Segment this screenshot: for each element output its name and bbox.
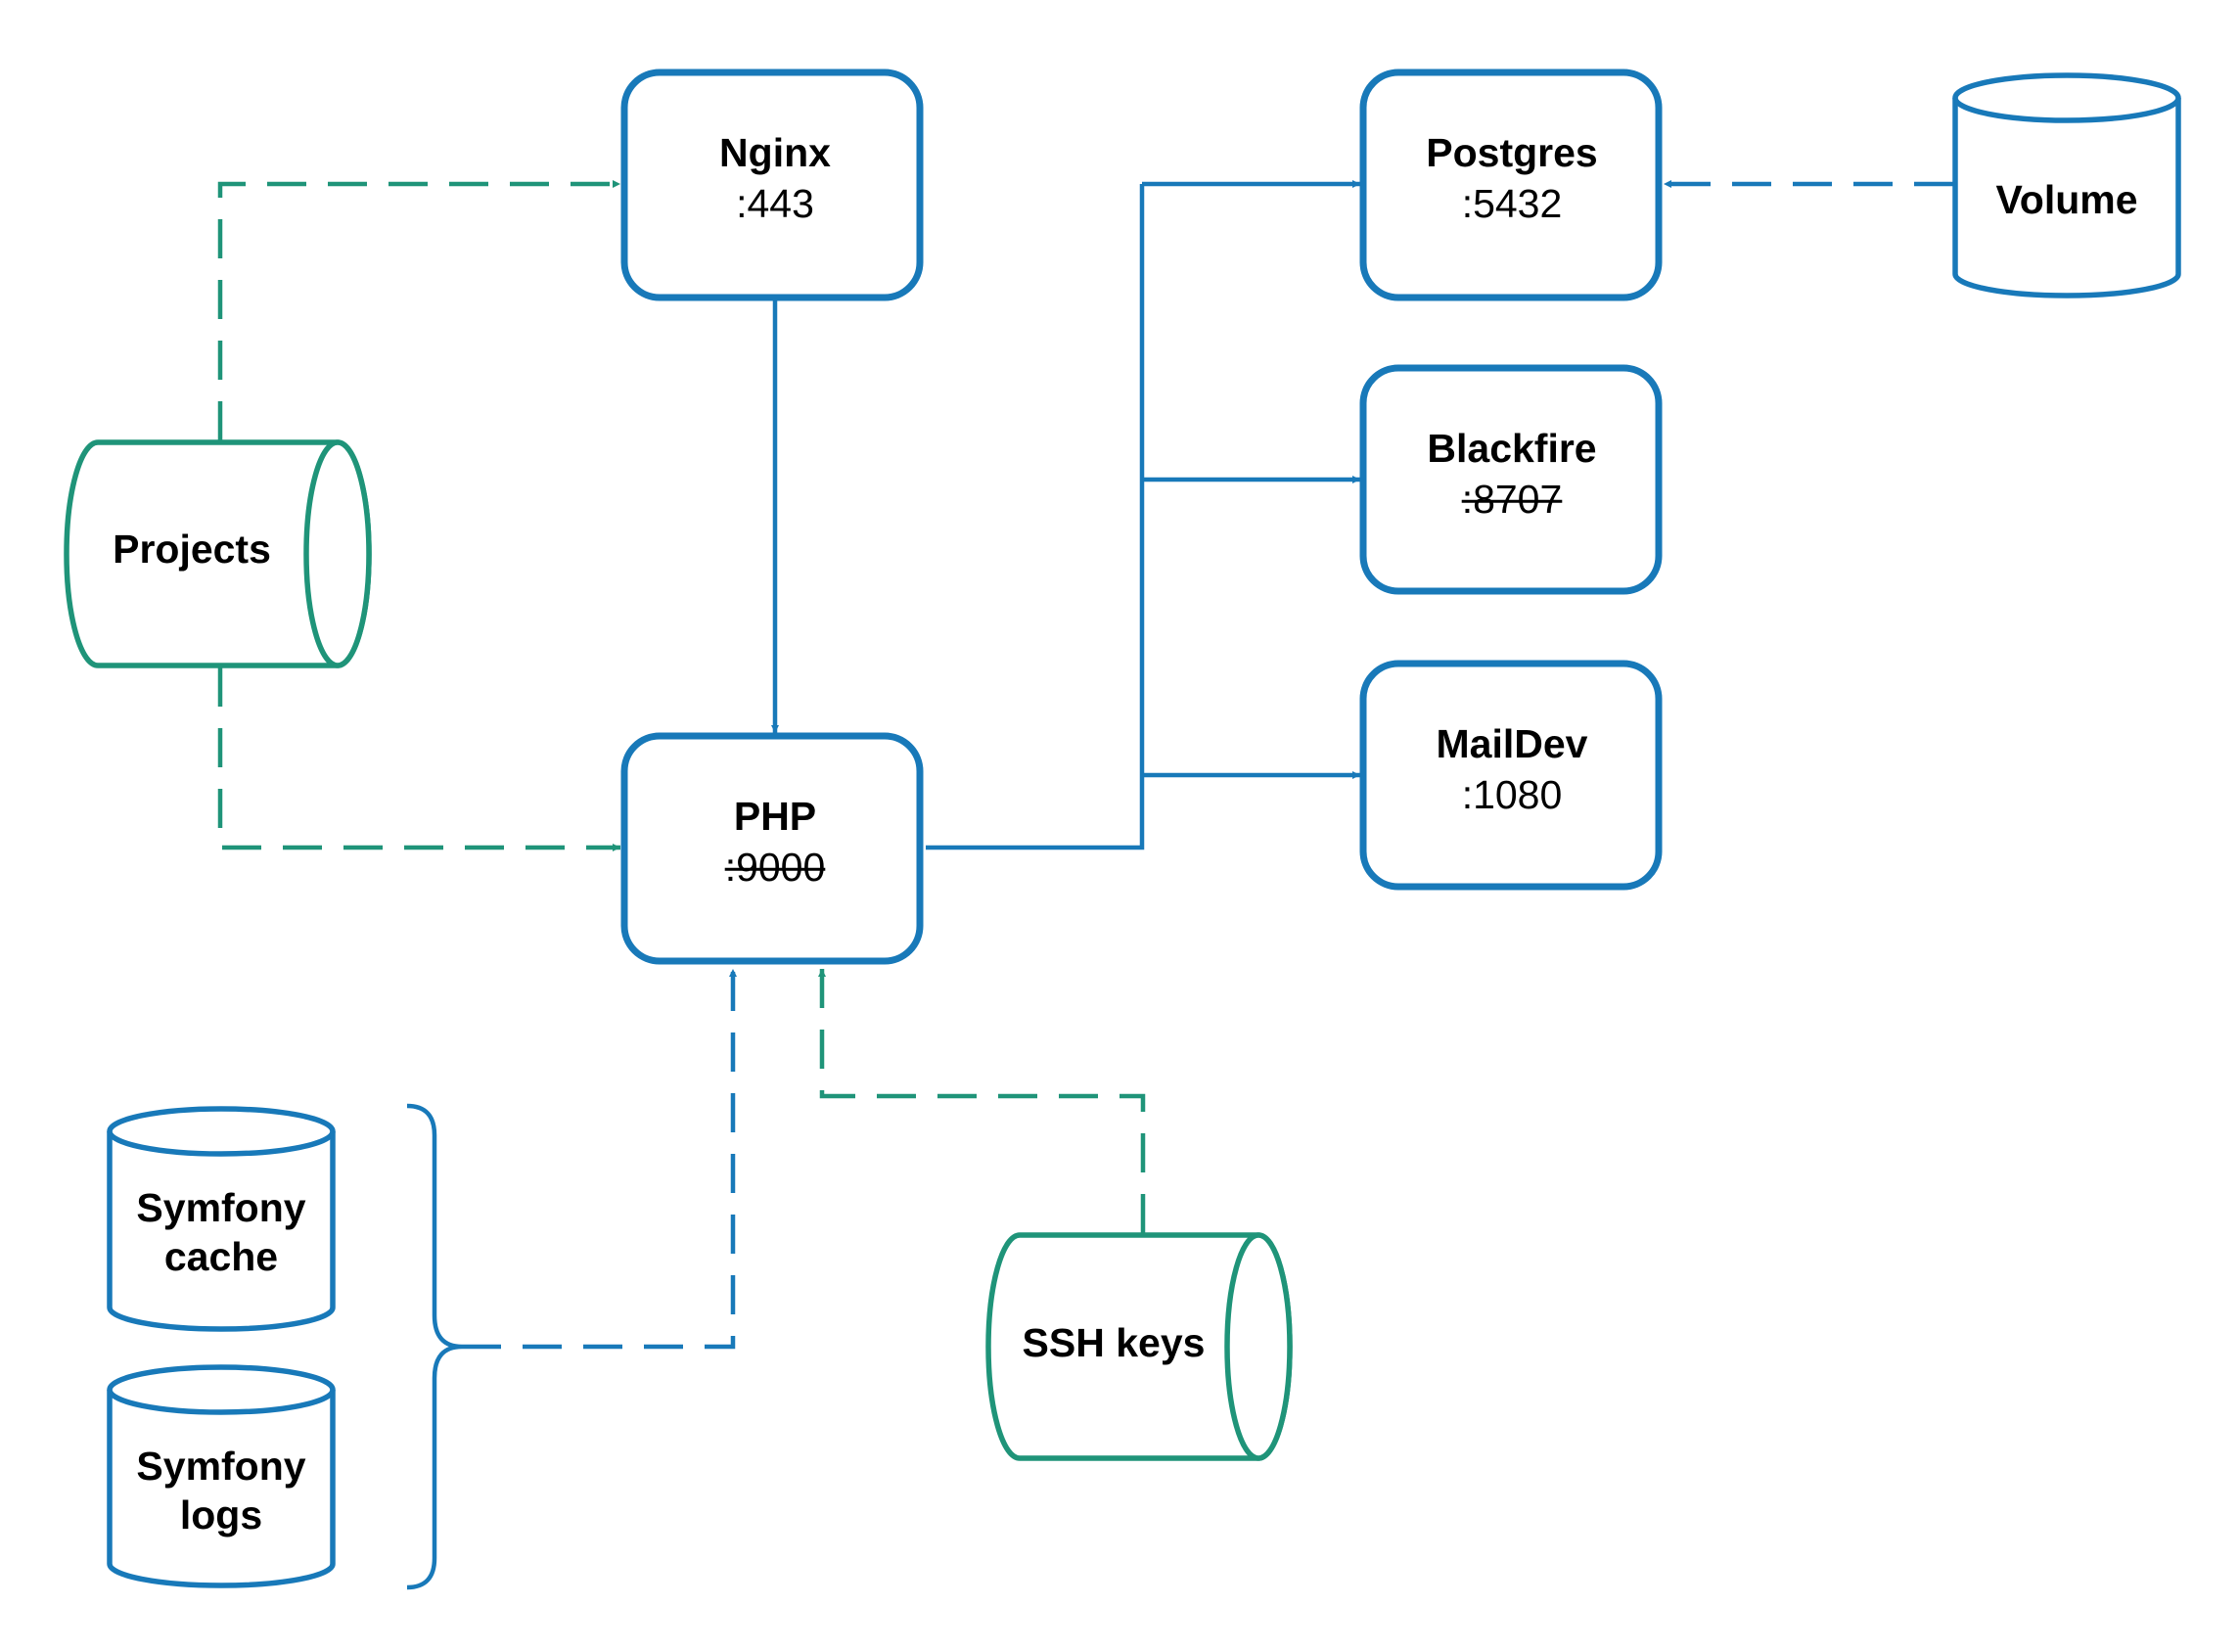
volume-label: Volume [1995, 177, 2137, 222]
service-php: PHP :9000 [620, 732, 924, 965]
postgres-title: Postgres [1426, 130, 1597, 175]
postgres-port: :5432 [1462, 181, 1563, 226]
postgres-box [1359, 69, 1663, 301]
maildev-box [1359, 660, 1663, 891]
maildev-port: :1080 [1462, 772, 1563, 817]
nginx-title: Nginx [719, 130, 831, 175]
edge-ssh-to-php [818, 969, 1146, 1233]
edge-php-to-bus [926, 184, 1145, 850]
symfony-cache-cylinder-top [107, 1106, 336, 1157]
blackfire-title: Blackfire [1427, 426, 1596, 471]
edge-projects-to-php [217, 667, 620, 851]
php-box [620, 732, 924, 965]
symfony-cache-cylinder-body [107, 1131, 336, 1332]
symfony-logs-label-line2: logs [180, 1492, 262, 1537]
symfony-logs-cylinder-top [107, 1364, 336, 1415]
nginx-port: :443 [736, 181, 814, 226]
blackfire-box [1359, 364, 1663, 595]
maildev-title: MailDev [1437, 721, 1588, 766]
symfony-volumes-brace [406, 1103, 463, 1590]
php-title: PHP [734, 794, 816, 839]
volume-ssh-keys: SSH keys [985, 1232, 1293, 1461]
volume-symfony-logs: Symfony logs [107, 1364, 336, 1588]
service-maildev: MailDev :1080 [1359, 660, 1663, 891]
ssh-keys-label: SSH keys [1023, 1320, 1206, 1365]
edge-projects-to-nginx [217, 180, 620, 440]
blackfire-port: :8707 [1462, 477, 1563, 522]
symfony-cache-label-line1: Symfony [136, 1185, 305, 1230]
ssh-keys-cylinder-cap [1224, 1232, 1293, 1461]
projects-label: Projects [113, 527, 271, 572]
service-nginx: Nginx :443 [620, 69, 924, 301]
edge-symfony-to-php [462, 969, 737, 1350]
symfony-logs-cylinder-body [107, 1390, 336, 1588]
symfony-cache-label-line2: cache [164, 1234, 278, 1279]
volume-projects: Projects [64, 439, 372, 668]
symfony-logs-label-line1: Symfony [136, 1444, 305, 1489]
connections [217, 180, 1953, 1350]
volume-cylinder-top [1952, 72, 2181, 123]
nginx-box [620, 69, 924, 301]
service-postgres: Postgres :5432 [1359, 69, 1663, 301]
volume-cylinder-body [1952, 98, 2181, 298]
volume-symfony-cache: Symfony cache [107, 1106, 336, 1332]
service-blackfire: Blackfire :8707 [1359, 364, 1663, 595]
projects-cylinder-cap [303, 439, 372, 668]
volume-volume: Volume [1952, 72, 2181, 298]
php-port: :9000 [725, 845, 826, 890]
